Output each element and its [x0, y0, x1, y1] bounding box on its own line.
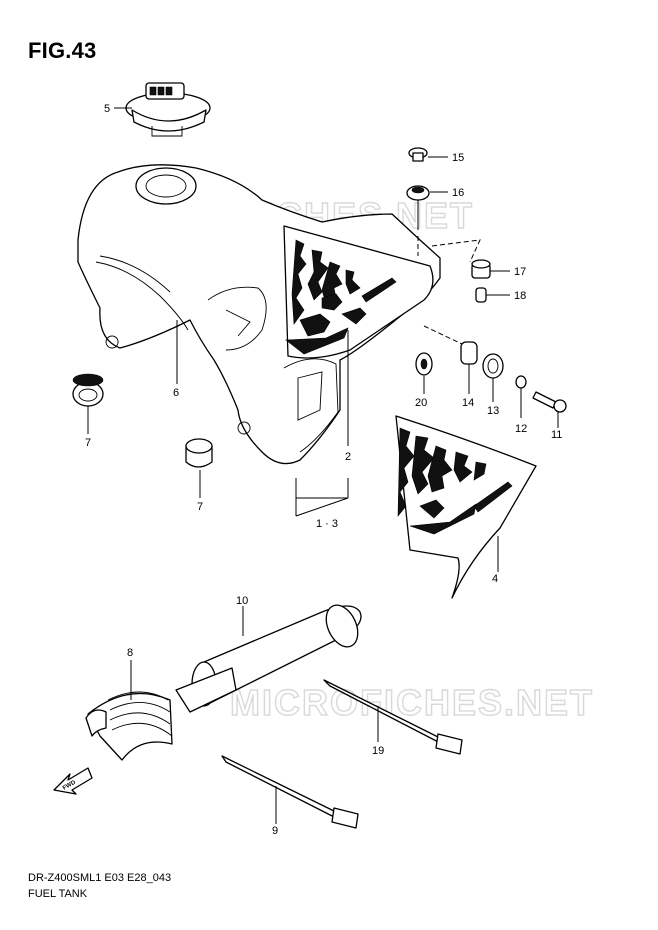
figure-title: FIG.43 [28, 38, 97, 63]
callout-16: 16 [452, 187, 464, 199]
callout-6: 6 [173, 387, 179, 399]
part-6-fuel-tank[interactable] [77, 164, 441, 465]
part-13-spacer[interactable] [482, 353, 504, 379]
part-12-washer[interactable] [515, 375, 527, 389]
callout-labels: 5 6 7 7 2 1 · 3 4 15 16 17 18 20 14 13 1… [85, 103, 562, 837]
part-2-tank-decal[interactable] [283, 225, 434, 359]
diagram-name: FUEL TANK [28, 888, 88, 900]
part-20-grommet[interactable] [415, 352, 433, 376]
callout-17: 17 [514, 266, 526, 278]
part-16-grommet[interactable] [406, 185, 430, 201]
callout-5: 5 [104, 103, 110, 115]
part-17-cushion[interactable] [471, 259, 491, 279]
callout-15: 15 [452, 152, 464, 164]
part-11-bolt[interactable] [532, 391, 567, 413]
callout-1-3: 1 · 3 [316, 518, 338, 530]
callout-11: 11 [551, 429, 562, 441]
part-7-cushion-upper[interactable] [72, 373, 104, 407]
leader-lines [87, 107, 559, 824]
part-19-cable-tie[interactable] [323, 679, 463, 755]
diagram-code: DR-Z400SML1 E03 E28_043 [28, 872, 172, 884]
part-18-collar[interactable] [475, 287, 487, 303]
part-8-protector[interactable] [85, 691, 173, 761]
callout-8: 8 [127, 647, 133, 659]
callout-13: 13 [487, 405, 499, 417]
callout-20: 20 [415, 397, 427, 409]
watermark-bottom: MICROFICHES.NET [230, 682, 594, 723]
callout-14: 14 [462, 397, 474, 409]
part-9-cable-tie[interactable] [221, 755, 359, 829]
part-15-bolt[interactable] [408, 147, 428, 162]
callout-7a: 7 [85, 437, 91, 449]
callout-10: 10 [236, 595, 248, 607]
callout-2: 2 [345, 451, 351, 463]
part-10-sleeve[interactable] [175, 600, 364, 713]
callout-19: 19 [372, 745, 384, 757]
part-7-cushion-lower[interactable] [185, 438, 213, 468]
callout-7b: 7 [197, 501, 203, 513]
callout-18: 18 [514, 290, 526, 302]
callout-9: 9 [272, 825, 278, 837]
fwd-arrow-icon: FWD [53, 767, 93, 795]
part-14-cushion[interactable] [460, 341, 478, 365]
callout-4: 4 [492, 573, 498, 585]
part-5-fuel-cap[interactable] [125, 82, 211, 137]
callout-12: 12 [515, 423, 527, 435]
part-4-side-cover[interactable] [395, 415, 537, 599]
